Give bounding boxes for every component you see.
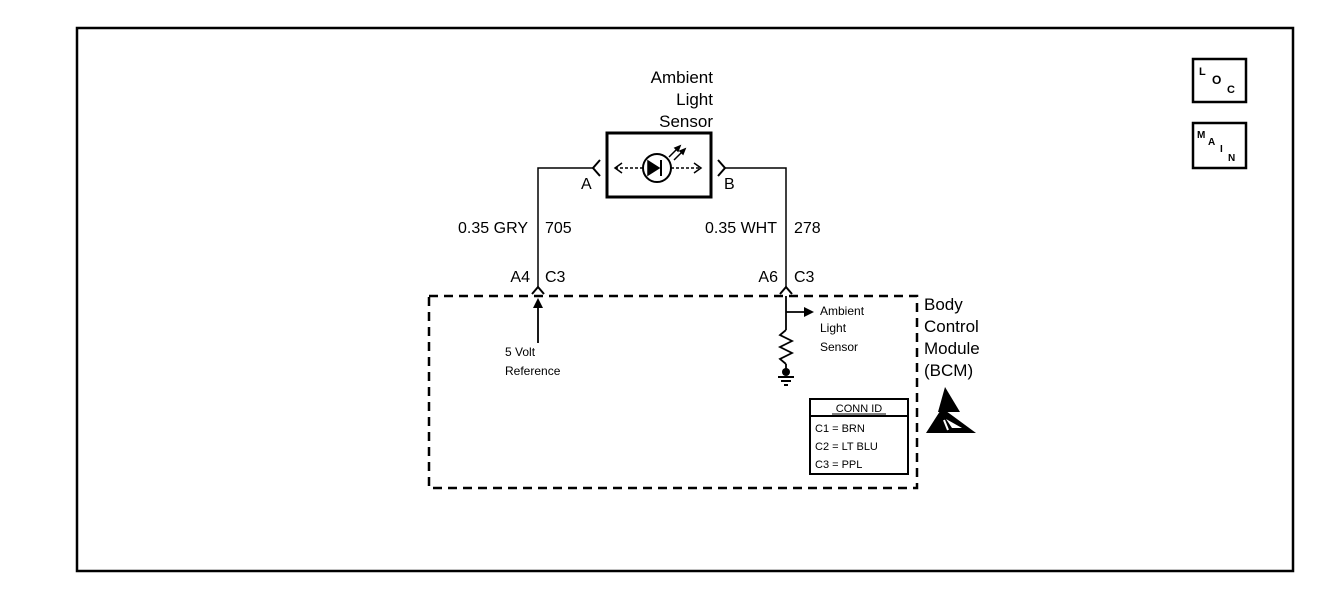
main-button[interactable]: M A I N xyxy=(1191,121,1248,170)
pin-b-label: B xyxy=(724,176,735,193)
conn-id-row-3: C3 = PPL xyxy=(815,459,862,471)
connector-right-label: C3 xyxy=(794,269,815,286)
sensor-title-line-1: Ambient xyxy=(651,68,714,87)
sensor-title-line-3: Sensor xyxy=(659,112,713,131)
pin-b-connector xyxy=(717,159,727,177)
sensor-title: Ambient Light Sensor xyxy=(651,68,714,131)
conn-id-title: CONN ID xyxy=(836,403,883,415)
terminal-a4-chevron xyxy=(531,285,545,295)
internal-sensor-label-line-3: Sensor xyxy=(820,340,858,354)
conn-id-table: CONN ID C1 = BRN C2 = LT BLU C3 = PPL xyxy=(809,398,909,475)
ground-icon xyxy=(778,368,794,386)
terminal-a6-chevron xyxy=(779,285,793,295)
pin-a-connector xyxy=(591,159,601,177)
bcm-name-line-2: Control xyxy=(924,317,979,336)
wire-left xyxy=(537,167,593,288)
ref-label-line-1: 5 Volt xyxy=(505,345,536,359)
main-letter-n: N xyxy=(1228,153,1235,164)
bcm-name-line-4: (BCM) xyxy=(924,361,973,380)
photodiode-icon xyxy=(613,144,703,183)
bcm-module-box xyxy=(427,294,919,490)
terminal-a4-label: A4 xyxy=(510,269,530,286)
main-letter-a: A xyxy=(1208,137,1215,148)
esd-warning-icon xyxy=(926,387,976,433)
ref-label-line-2: Reference xyxy=(505,364,561,378)
loc-letter-c: C xyxy=(1227,84,1235,96)
loc-button[interactable]: L O C xyxy=(1191,57,1248,104)
diagram-frame xyxy=(75,26,1295,573)
wire-left-gauge-color: 0.35 GRY xyxy=(458,220,528,237)
internal-sensor-label-line-2: Light xyxy=(820,321,847,335)
pin-a-label: A xyxy=(581,176,592,193)
main-letter-i: I xyxy=(1220,144,1223,155)
internal-sensor-circuit xyxy=(777,296,814,372)
wire-right-circuit-number: 278 xyxy=(794,220,821,237)
wire-right-gauge-color: 0.35 WHT xyxy=(705,220,777,237)
bcm-name-line-3: Module xyxy=(924,339,980,358)
conn-id-row-1: C1 = BRN xyxy=(815,423,865,435)
loc-letter-o: O xyxy=(1212,73,1221,87)
bcm-name: Body Control Module (BCM) xyxy=(924,295,980,380)
internal-sensor-label-line-1: Ambient xyxy=(820,304,865,318)
terminal-a6-label: A6 xyxy=(758,269,778,286)
wire-left-circuit-number: 705 xyxy=(545,220,572,237)
5-volt-reference-arrow xyxy=(533,298,543,343)
sensor-component-box xyxy=(605,131,713,199)
wire-right xyxy=(725,167,787,288)
connector-left-label: C3 xyxy=(545,269,566,286)
bcm-name-line-1: Body xyxy=(924,295,963,314)
conn-id-row-2: C2 = LT BLU xyxy=(815,441,878,453)
loc-letter-l: L xyxy=(1199,66,1206,78)
main-letter-m: M xyxy=(1197,130,1205,141)
sensor-title-line-2: Light xyxy=(676,90,713,109)
